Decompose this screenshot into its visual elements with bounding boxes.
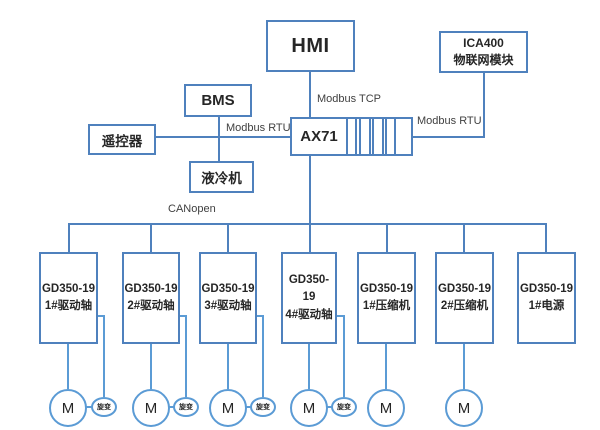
motor-resolver-link-4 <box>327 406 332 408</box>
motor-circle-3: M <box>209 389 247 427</box>
motor-circle-1: M <box>49 389 87 427</box>
canopen-bus-line <box>68 223 547 225</box>
resolver-ellipse-1: 旋变 <box>91 397 117 417</box>
motor-letter: M <box>302 399 316 417</box>
bms-box: BMS <box>184 84 252 117</box>
ax71-controller-rack: AX71 <box>290 117 413 156</box>
resolver-text: 旋变 <box>256 404 270 411</box>
motor-resolver-link-3 <box>246 406 251 408</box>
motor-circle-6: M <box>445 389 483 427</box>
motor-letter: M <box>221 399 235 417</box>
motor-letter: M <box>144 399 158 417</box>
iot-module-model: ICA400 <box>463 36 504 51</box>
drive-role: 2#驱动轴 <box>127 300 175 312</box>
rack-slot-divider <box>382 119 384 154</box>
connector-ax71-bus <box>309 156 311 225</box>
drive-model: GD350-19 <box>437 282 492 295</box>
ax71-label: AX71 <box>300 128 338 145</box>
resolver-elbow-h-3 <box>257 315 264 317</box>
hmi-box: HMI <box>266 20 355 72</box>
connector-ica400-drop <box>483 72 485 138</box>
bus-drop-7 <box>545 223 547 252</box>
modbus-rtu-left-label: Modbus RTU <box>226 122 291 134</box>
bus-drop-4 <box>309 223 311 252</box>
motor-circle-5: M <box>367 389 405 427</box>
motor-circle-4: M <box>290 389 328 427</box>
bus-drop-1 <box>68 223 70 252</box>
drive-box-7: GD350-19 1#电源 <box>517 252 576 344</box>
connector-bms-cooler <box>218 117 220 161</box>
resolver-elbow-v-1 <box>103 315 105 397</box>
canopen-label: CANopen <box>168 203 216 215</box>
motor-stem-3 <box>227 344 229 389</box>
motor-stem-6 <box>463 344 465 389</box>
liquid-cooler-box: 液冷机 <box>189 161 254 193</box>
motor-letter: M <box>457 399 471 417</box>
rack-slot-divider <box>369 119 371 154</box>
bus-drop-5 <box>386 223 388 252</box>
drive-model: GD350-19 <box>41 282 96 295</box>
drive-box-6: GD350-19 2#压缩机 <box>435 252 494 344</box>
rack-slot-divider <box>385 119 387 154</box>
drive-role: 3#驱动轴 <box>204 300 252 312</box>
motor-resolver-link-2 <box>169 406 174 408</box>
rack-slot-divider <box>372 119 374 154</box>
hmi-label: HMI <box>291 34 330 57</box>
drive-role: 1#驱动轴 <box>44 300 93 312</box>
resolver-elbow-h-1 <box>98 315 105 317</box>
motor-stem-4 <box>308 344 310 389</box>
rack-slot-divider <box>355 119 357 154</box>
motor-letter: M <box>61 399 75 417</box>
resolver-elbow-h-2 <box>180 315 187 317</box>
motor-stem-2 <box>150 344 152 389</box>
rack-slot-divider <box>394 119 396 154</box>
remote-controller-box: 遥控器 <box>88 124 156 155</box>
drive-model: GD350-19 <box>288 274 330 304</box>
rack-slot-divider <box>346 119 348 154</box>
drive-role: 2#压缩机 <box>440 300 489 312</box>
drive-model: GD350-19 <box>359 282 414 295</box>
motor-stem-1 <box>67 344 69 389</box>
drive-box-2: GD350-19 2#驱动轴 <box>122 252 180 344</box>
drive-model: GD350-19 <box>201 282 255 295</box>
drive-box-1: GD350-19 1#驱动轴 <box>39 252 98 344</box>
drive-box-3: GD350-19 3#驱动轴 <box>199 252 257 344</box>
resolver-ellipse-3: 旋变 <box>250 397 276 417</box>
modbus-tcp-label: Modbus TCP <box>317 93 381 105</box>
resolver-text: 旋变 <box>97 404 111 411</box>
resolver-ellipse-2: 旋变 <box>173 397 199 417</box>
liquid-cooler-label: 液冷机 <box>201 171 242 186</box>
iot-module-name: 物联网模块 <box>453 53 514 67</box>
motor-resolver-link-1 <box>86 406 92 408</box>
resolver-ellipse-4: 旋变 <box>331 397 357 417</box>
bus-drop-3 <box>227 223 229 252</box>
bus-drop-6 <box>463 223 465 252</box>
resolver-elbow-v-2 <box>185 315 187 397</box>
modbus-rtu-right-label: Modbus RTU <box>417 115 482 127</box>
drive-role: 4#驱动轴 <box>285 308 333 321</box>
connector-ax71-ica400 <box>413 136 485 138</box>
resolver-elbow-v-4 <box>343 315 345 397</box>
drive-model: GD350-19 <box>519 282 574 295</box>
resolver-text: 旋变 <box>179 404 193 411</box>
drive-model: GD350-19 <box>124 282 178 295</box>
resolver-text: 旋变 <box>337 404 351 411</box>
drive-box-5: GD350-19 1#压缩机 <box>357 252 416 344</box>
drive-box-4: GD350-19 4#驱动轴 <box>281 252 337 344</box>
drive-role: 1#电源 <box>528 300 565 312</box>
bms-label: BMS <box>201 92 235 109</box>
connector-remote-ax71 <box>156 136 290 138</box>
motor-circle-2: M <box>132 389 170 427</box>
connector-hmi-ax71 <box>309 72 311 117</box>
remote-controller-label: 遥控器 <box>101 133 143 149</box>
iot-module-box: ICA400 物联网模块 <box>439 31 528 73</box>
resolver-elbow-v-3 <box>262 315 264 397</box>
rack-slot-divider <box>359 119 361 154</box>
drive-role: 1#压缩机 <box>362 300 411 312</box>
motor-stem-5 <box>385 344 387 389</box>
bus-drop-2 <box>150 223 152 252</box>
resolver-elbow-h-4 <box>337 315 345 317</box>
motor-letter: M <box>379 399 393 417</box>
